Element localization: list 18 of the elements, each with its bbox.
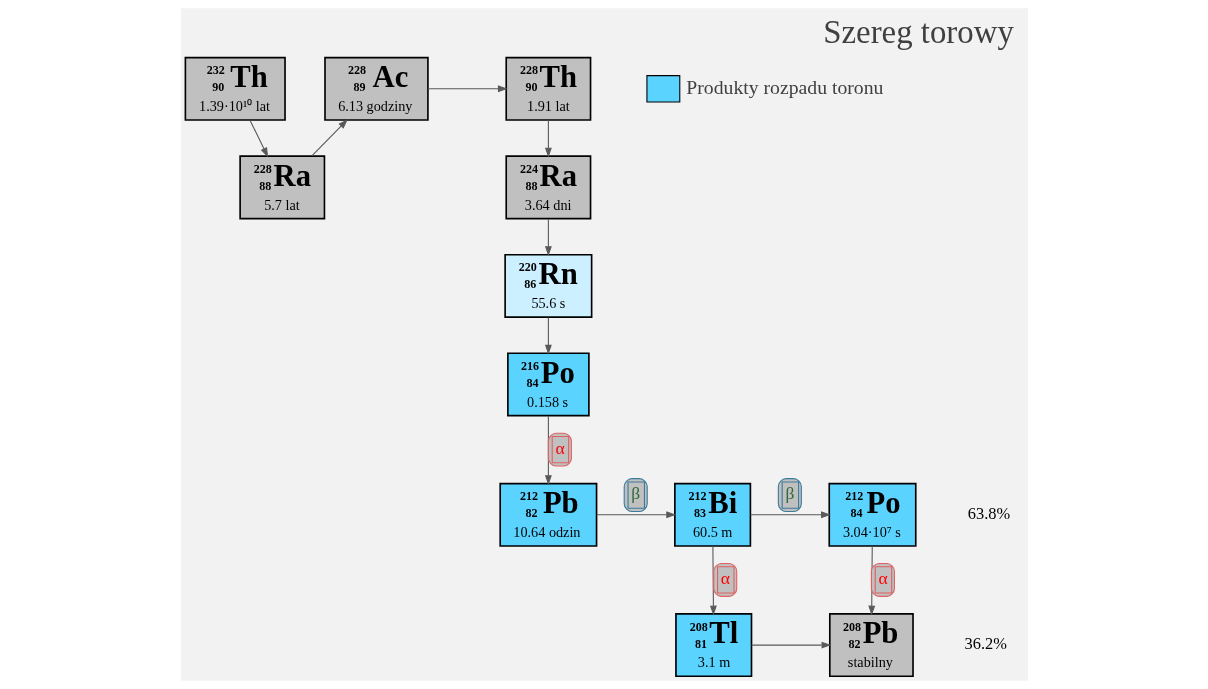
arrow: [544, 316, 552, 355]
arrow: [544, 119, 552, 158]
edge-label: β: [630, 483, 640, 504]
legend-label: Produkty rozpadu toronu: [685, 75, 883, 98]
arrow: [750, 641, 831, 649]
label: 63.8%: [967, 503, 1010, 523]
edge-label: α: [720, 568, 730, 589]
diagram-title: Szereg torowy: [822, 14, 1014, 51]
label: 36.2%: [963, 633, 1007, 653]
arrow: [427, 85, 508, 93]
arrow: [310, 119, 348, 157]
arrow: [749, 511, 831, 519]
edge-label: α: [878, 568, 888, 589]
arrow: [595, 511, 676, 519]
arrow: [249, 119, 268, 158]
edge-label: β: [784, 483, 794, 504]
edge-label: α: [555, 437, 565, 458]
arrow: [544, 218, 552, 257]
